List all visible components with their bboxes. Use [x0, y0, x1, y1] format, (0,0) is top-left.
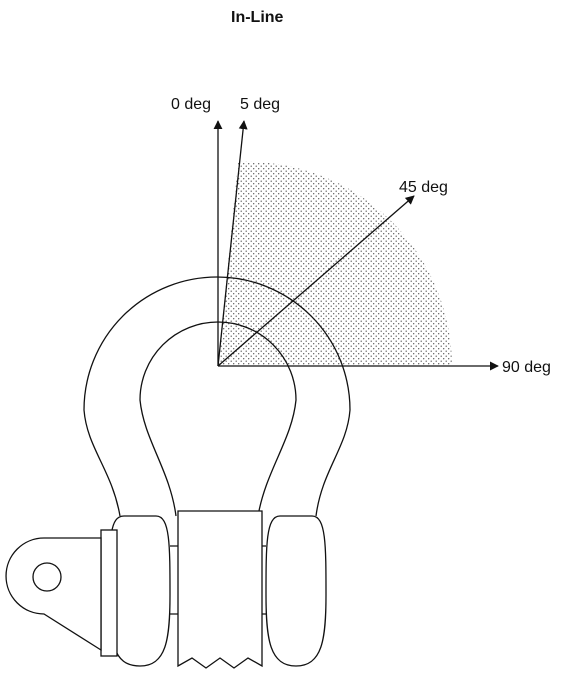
arrow-45-deg	[217, 195, 415, 367]
label-45-deg: 45 deg	[399, 179, 448, 196]
diagram-title: In-Line	[231, 9, 284, 26]
right-eye-boss	[265, 515, 327, 667]
label-0-deg: 0 deg	[171, 96, 211, 113]
pin-eye-icon	[5, 537, 102, 652]
label-90-deg: 90 deg	[502, 359, 551, 376]
arrow-5-deg	[217, 120, 248, 367]
angle-arrows	[213, 120, 499, 371]
left-eye-boss	[109, 515, 171, 667]
sling-icon	[177, 510, 263, 669]
label-5-deg: 5 deg	[240, 96, 280, 113]
pin-collar	[100, 529, 118, 657]
